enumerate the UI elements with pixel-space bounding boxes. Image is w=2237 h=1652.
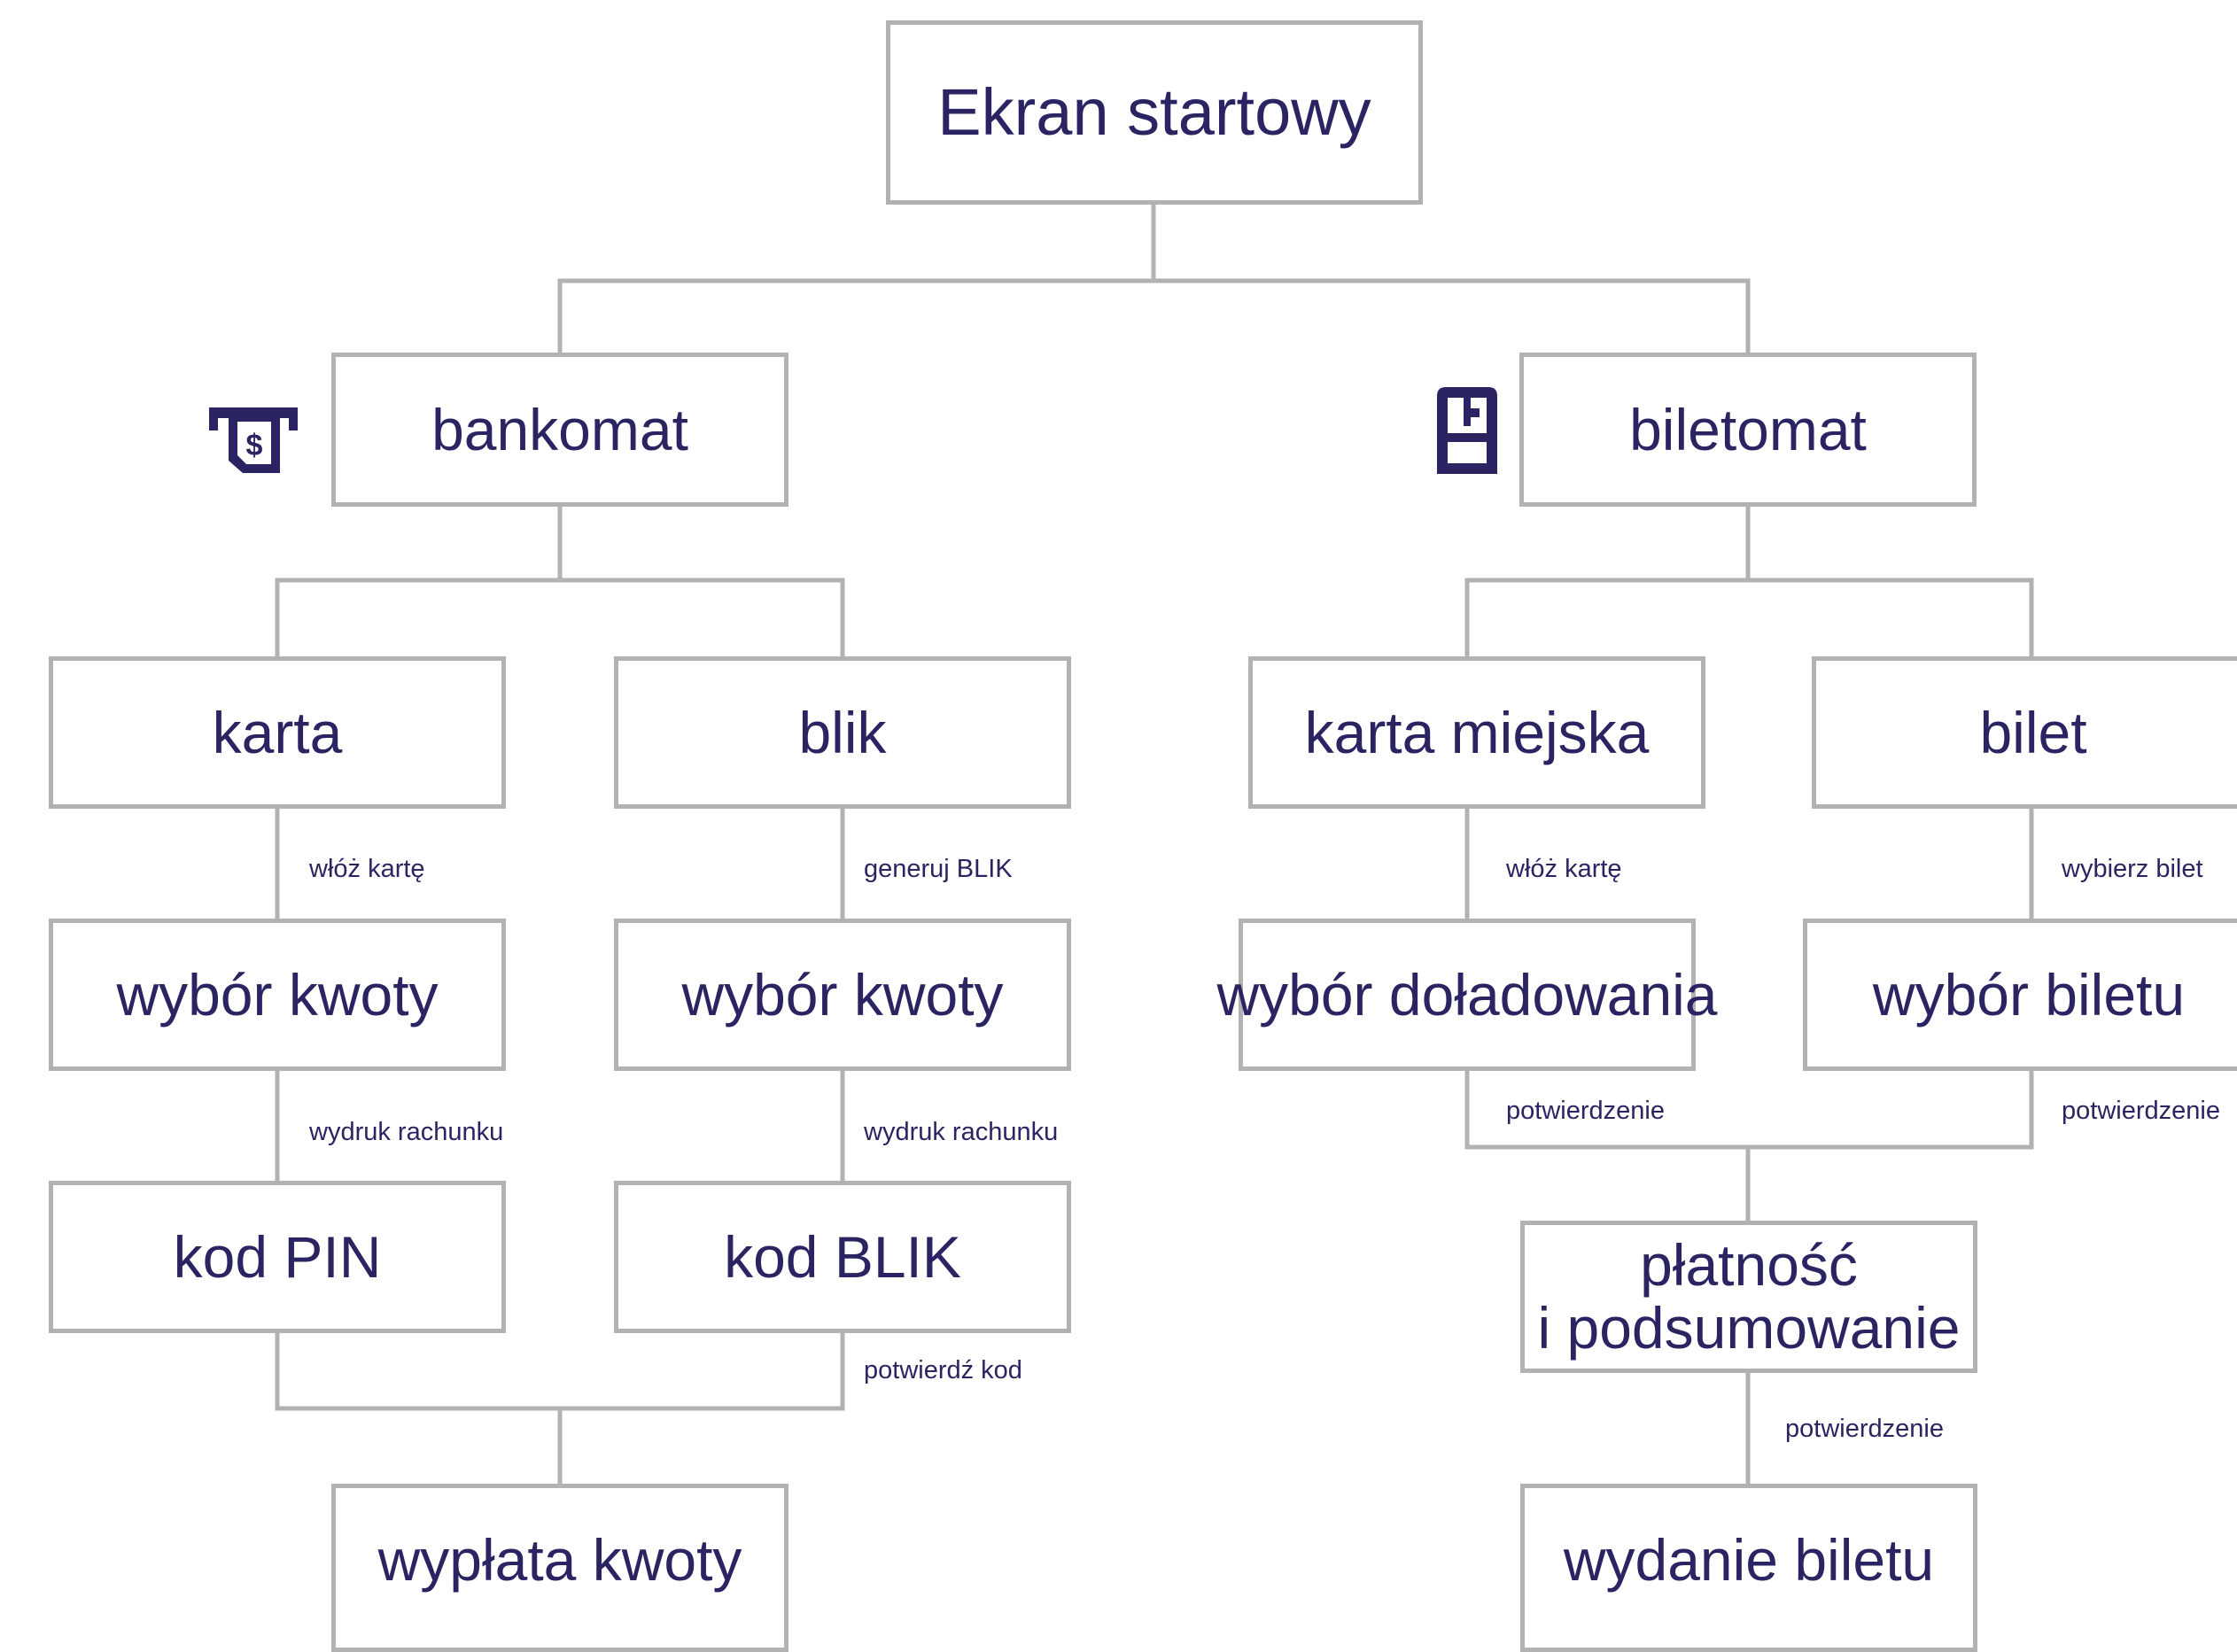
edge-label-confirm-payment: potwierdzenie (1785, 1415, 1944, 1443)
connector-start (557, 199, 1751, 358)
ticket-machine-icon (1437, 387, 1497, 474)
node-blik: blik (614, 656, 1071, 809)
node-start-screen: Ekran startowy (886, 20, 1423, 205)
edge-label-confirm-ticket: potwierdzenie (2062, 1097, 2220, 1125)
node-payment-line2: i podsumowanie (1537, 1295, 1961, 1361)
atm-cash-icon: $ (209, 407, 298, 473)
connector-bankomat (275, 502, 845, 662)
edge-label-insert-card-city: włóż kartę (1506, 855, 1622, 883)
edge-label-insert-card-atm: włóż kartę (309, 855, 425, 883)
svg-text:$: $ (246, 429, 263, 462)
connector-merge-atm (275, 1328, 845, 1489)
node-ticket-choice: wybór biletu (1803, 919, 2237, 1071)
node-atm: bankomat (331, 353, 788, 507)
edge-label-receipt-blik: wydruk rachunku (864, 1118, 1059, 1146)
connector-biletomat (1464, 502, 2034, 662)
node-pin: kod PIN (49, 1181, 506, 1333)
node-ticket-machine: biletomat (1519, 353, 1977, 507)
node-ticket: bilet (1812, 656, 2237, 809)
connector-merge-ticket (1464, 1066, 2034, 1226)
edge-label-generate-blik: generuj BLIK (864, 855, 1013, 883)
node-payment-line1: płatność (1640, 1231, 1858, 1298)
edge-label-confirm-topup: potwierdzenie (1506, 1097, 1665, 1125)
node-amount-card: wybór kwoty (49, 919, 506, 1071)
node-amount-blik: wybór kwoty (614, 919, 1071, 1071)
node-withdrawal: wypłata kwoty (331, 1484, 788, 1652)
node-blik-code: kod BLIK (614, 1181, 1071, 1333)
node-topup-choice: wybór doładowania (1216, 919, 1718, 1071)
edge-label-confirm-code: potwierdź kod (864, 1356, 1022, 1384)
node-city-card: karta miejska (1248, 656, 1705, 809)
edge-label-choose-ticket: wybierz bilet (2062, 855, 2203, 883)
edge-label-receipt-card: wydruk rachunku (309, 1118, 504, 1146)
node-payment-summary: płatność i podsumowanie (1520, 1221, 1977, 1373)
node-card: karta (49, 656, 506, 809)
node-ticket-issue: wydanie biletu (1520, 1484, 1977, 1652)
